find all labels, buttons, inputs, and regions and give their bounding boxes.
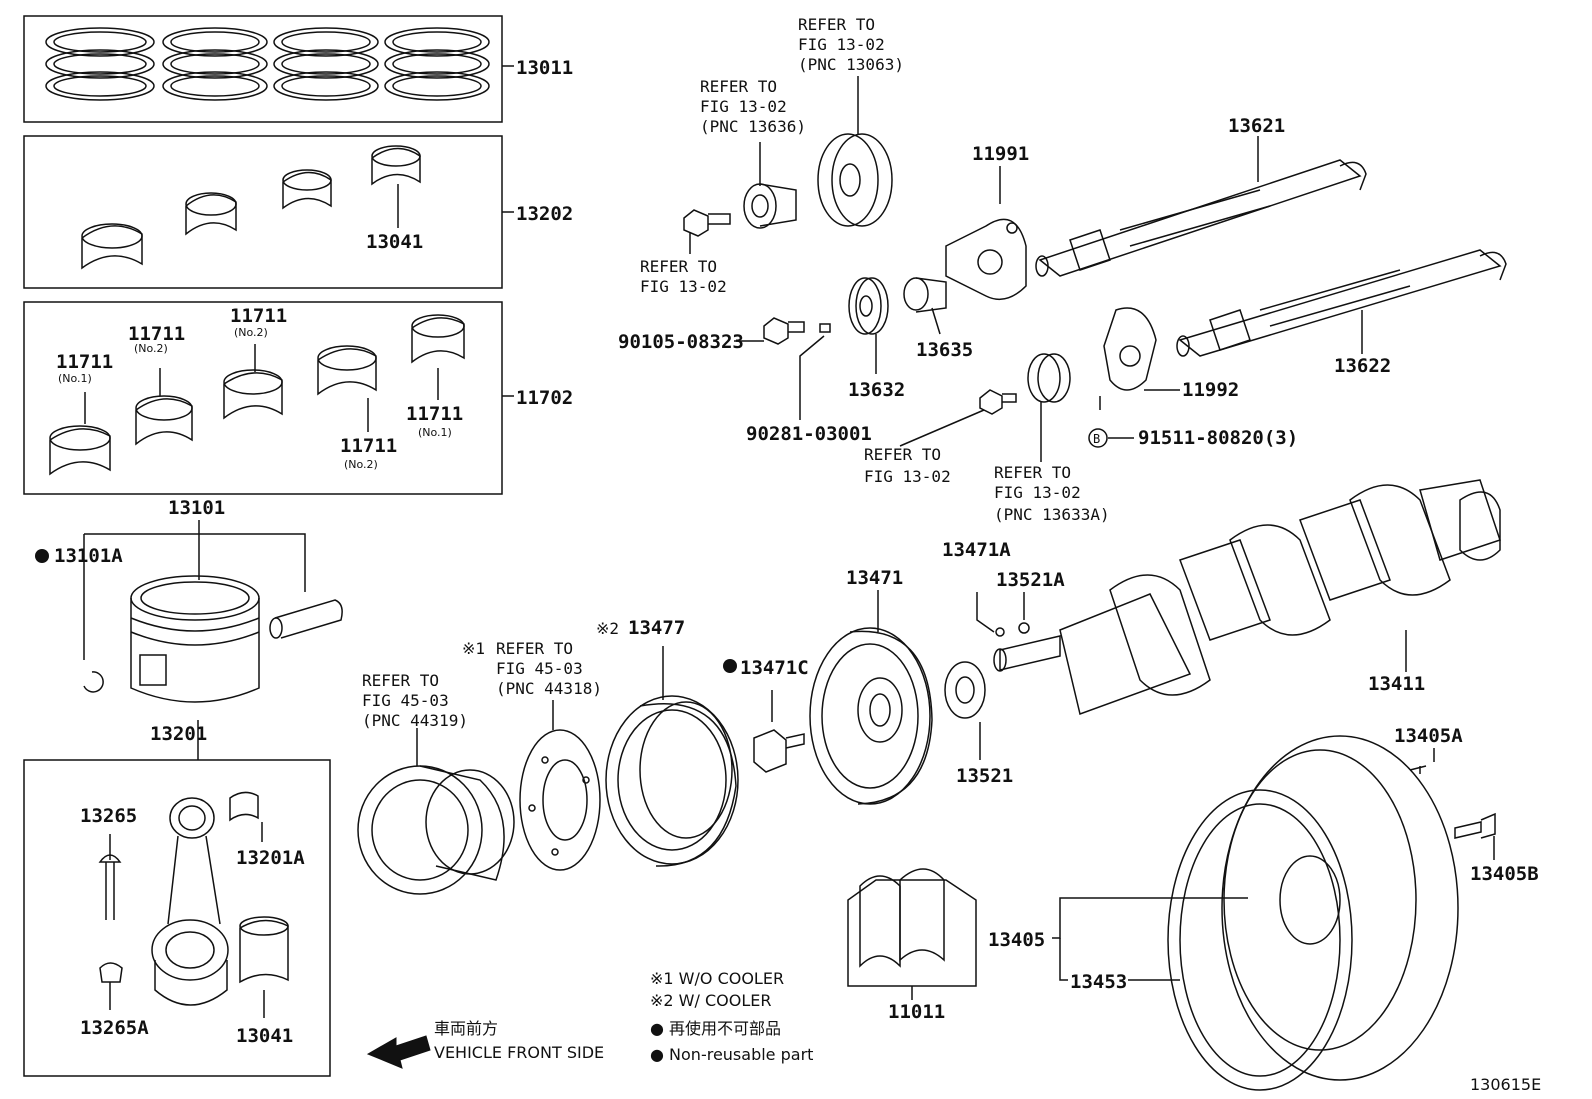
crank-pulley-cooler-drawing [605,695,739,867]
part-13101A: 13101A [54,545,123,567]
part-13453: 13453 [1070,971,1127,993]
rod-bearing-set-box [23,135,503,289]
non-reusable-dot-icon [35,549,49,563]
sub-no1-right: (No.1) [418,426,452,439]
flywheel-drawing [1167,735,1496,1091]
part-13632: 13632 [848,379,905,401]
main-bearing-set-box [23,301,503,495]
part-13521: 13521 [956,765,1013,787]
part-13201A: 13201A [236,847,305,869]
piston-drawing [83,520,343,703]
part-90105-08323: 90105-08323 [618,331,744,353]
refer-fig-13-02-mid: REFER TO FIG 13-02 [864,445,951,486]
crank-pulley-left-drawing [357,765,515,895]
non-reusable-dot-icon [723,659,737,673]
part-13405: 13405 [988,929,1045,951]
part-13041-bearing: 13041 [366,231,423,253]
figure-id: 130615E [1470,1075,1541,1094]
part-13265A: 13265A [80,1017,149,1039]
main-bearing-drawing [49,314,465,476]
note2-mark: ※2 [596,619,619,638]
cam-plate-upper-drawing [945,218,1027,301]
part-13471: 13471 [846,567,903,589]
part-11711-no2-left: 11711 [128,323,185,345]
part-91511-80820: 91511-80820(3) [1138,427,1298,449]
part-13411: 13411 [1368,673,1425,695]
part-11991: 11991 [972,143,1029,165]
part-13622: 13622 [1334,355,1391,377]
part-11011: 11011 [888,1001,945,1023]
connecting-rod-drawing [98,791,289,1006]
part-13635: 13635 [916,339,973,361]
b-circle-label: B [1093,432,1100,446]
part-13265: 13265 [80,805,137,827]
cam-sleeve-lower-drawing [903,277,947,313]
camshaft-lower-drawing [1176,249,1507,357]
sub-no2-mid: (No.2) [234,326,268,339]
piston-ring-drawing [45,27,490,101]
rod-bearing-drawing [81,145,421,270]
cam-sleeve-drawing [743,183,797,229]
part-11711-no2-right: 11711 [340,435,397,457]
cam-gear-right-drawing [979,353,1071,415]
part-13471C: 13471C [740,657,809,679]
legend-front-en: VEHICLE FRONT SIDE [434,1043,604,1062]
sub-no2-left: (No.2) [134,342,168,355]
refer-pnc-13636: REFER TO FIG 13-02 (PNC 13636) [700,77,806,136]
crank-damper-drawing [809,627,933,805]
crankshaft-drawing [993,479,1501,715]
part-13202: 13202 [516,203,573,225]
thrust-washer-drawing [847,868,977,987]
part-13101: 13101 [168,497,225,519]
crank-bolt-drawing [753,729,805,773]
piston-ring-set-box [23,15,503,123]
cam-plate-lower-drawing [1103,307,1157,391]
part-13011: 13011 [516,57,573,79]
refer-fig-13-02-left: REFER TO FIG 13-02 [640,257,727,296]
refer-pnc-13633a: REFER TO FIG 13-02 (PNC 13633A) [994,463,1110,524]
part-11711-no1-left: 11711 [56,351,113,373]
part-11711-no2-mid: 11711 [230,305,287,327]
legend-note1: ※1 W/O COOLER [650,969,784,988]
part-13041-rod: 13041 [236,1025,293,1047]
legend-nonreusable-jp: ● 再使用不可部品 [650,1019,781,1038]
refer-pnc-44318: REFER TO FIG 45-03 (PNC 44318) [496,639,602,698]
legend-front-jp: 車両前方 [434,1019,498,1038]
cam-gear-upper-drawing [817,133,893,227]
part-13477: 13477 [628,617,685,639]
part-11992: 11992 [1182,379,1239,401]
part-13471A: 13471A [942,539,1011,561]
cam-bolt-upper-drawing [683,209,731,237]
note1-mark: ※1 [462,639,485,658]
cam-gear-small-drawing [848,277,889,335]
b-circle-icon [1088,428,1108,448]
part-13521A: 13521A [996,569,1065,591]
legend-nonreusable-en: ● Non-reusable part [650,1045,813,1064]
part-11711-no1-right: 11711 [406,403,463,425]
cam-bolt-lower-drawing [763,317,831,345]
sub-no2-right: (No.2) [344,458,378,471]
part-13621: 13621 [1228,115,1285,137]
part-90281-03001: 90281-03001 [746,423,872,445]
refer-pnc-13063: REFER TO FIG 13-02 (PNC 13063) [798,15,904,74]
camshaft-upper-drawing [1035,159,1367,277]
front-arrow-icon [366,1035,431,1069]
connecting-rod-set-box [23,759,331,1077]
sub-no1-left: (No.1) [58,372,92,385]
legend-note2: ※2 W/ COOLER [650,991,771,1010]
part-11702: 11702 [516,387,573,409]
part-13201: 13201 [150,723,207,745]
refer-pnc-44319: REFER TO FIG 45-03 (PNC 44319) [362,671,468,730]
damper-plate-drawing [519,729,601,871]
part-13405A: 13405A [1394,725,1463,747]
crank-gear-drawing [944,622,1030,719]
part-13405B: 13405B [1470,863,1539,885]
